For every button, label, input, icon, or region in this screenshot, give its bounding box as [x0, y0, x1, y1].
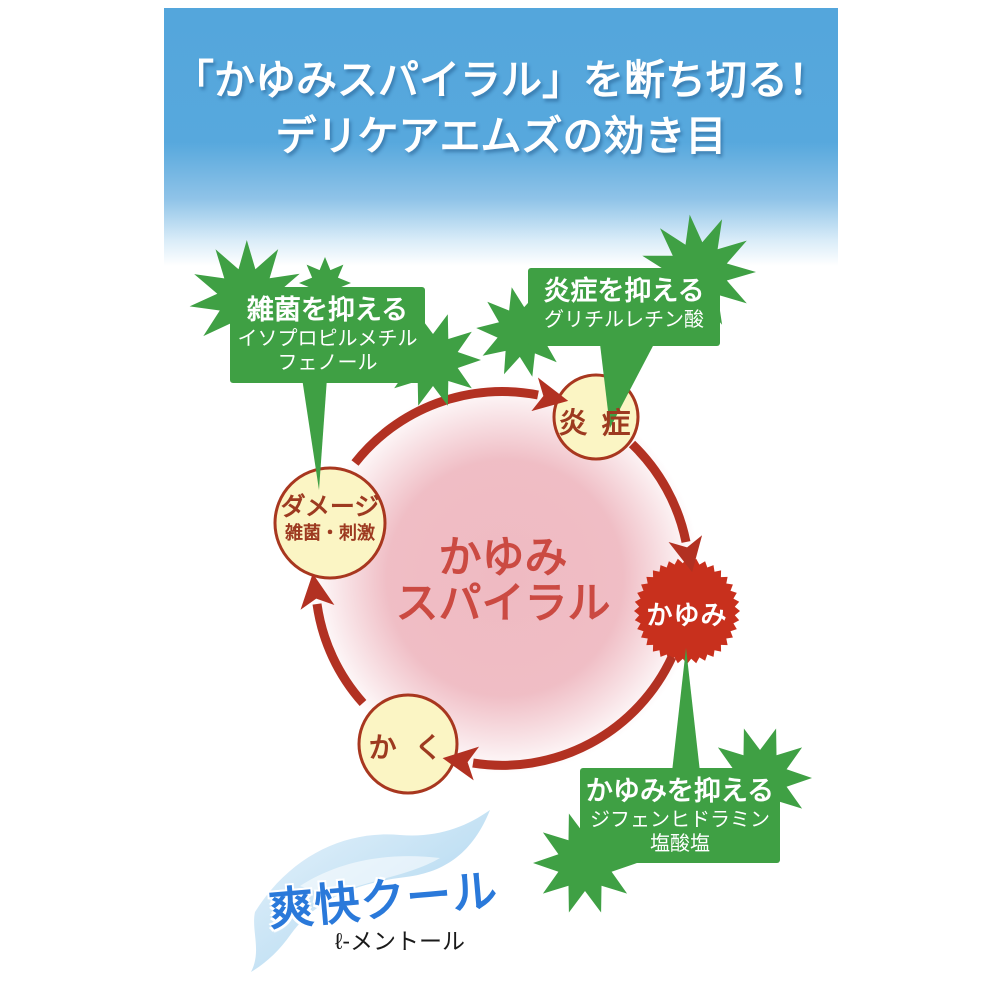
badge-itch-ingredient-line1: ジフェンヒドラミン: [590, 809, 770, 831]
page-title-line2: デリケアエムズの効き目: [275, 113, 727, 159]
badge-itch: かゆみを抑える ジフェンヒドラミン 塩酸塩: [580, 768, 780, 863]
badge-tail-inflammation: [600, 344, 654, 428]
starburst-icon: [476, 287, 568, 377]
node-scratch-circle: [357, 693, 459, 795]
badge-pointer-tails: [302, 344, 700, 772]
cycle-arrow-damage-to-inflammation: [351, 377, 569, 466]
wave-swoosh-icon: [300, 856, 440, 896]
node-scratch-label: か く: [368, 732, 448, 763]
badge-germs-ingredient-line2: フェノール: [277, 352, 378, 374]
cycle-arrows: [300, 377, 703, 781]
node-damage-label: ダメージ 雑菌・刺激: [268, 493, 392, 544]
header-banner: 「かゆみスパイラル」を断ち切る！ デリケアエムズの効き目: [164, 8, 838, 266]
badge-itch-title: かゆみを抑える: [585, 776, 775, 806]
badge-germs-title: 雑菌を抑える: [246, 295, 409, 325]
menthol-ingredient-label: ℓ-メントール: [334, 928, 466, 954]
node-itch-burst: [634, 558, 740, 664]
badge-inflammation: 炎症を抑える グリチルレチン酸: [528, 268, 720, 346]
wave-swoosh-icon: [251, 810, 490, 972]
node-inflammation-label: 炎 症: [558, 408, 634, 440]
badge-germs-ingredient-line1: イソプロピルメチル: [237, 328, 418, 350]
page-title-line1: 「かゆみスパイラル」を断ち切る！: [173, 57, 829, 103]
spiral-center-label: かゆみ スパイラル: [373, 535, 633, 627]
cycle-arrow-itch-to-scratch: [442, 655, 677, 781]
badge-tail-germs: [302, 378, 327, 490]
badge-tail-itch: [672, 648, 700, 772]
badge-inflammation-ingredient: グリチルレチン酸: [544, 309, 704, 331]
cycle-arrow-inflammation-to-itch: [628, 440, 703, 573]
spiral-center-line2: スパイラル: [395, 580, 611, 628]
node-damage-sub: 雑菌・刺激: [285, 523, 375, 543]
node-damage-title: ダメージ: [280, 493, 380, 521]
spiral-center-line1: かゆみ: [438, 534, 568, 582]
node-itch-label: かゆみ: [646, 600, 728, 630]
badge-germs: 雑菌を抑える イソプロピルメチル フェノール: [230, 287, 425, 383]
cycle-arrow-scratch-to-damage: [300, 573, 367, 707]
badge-inflammation-title: 炎症を抑える: [543, 276, 705, 306]
spiral-pink-glow: [309, 382, 701, 774]
badge-itch-ingredient-line2: 塩酸塩: [650, 833, 710, 855]
